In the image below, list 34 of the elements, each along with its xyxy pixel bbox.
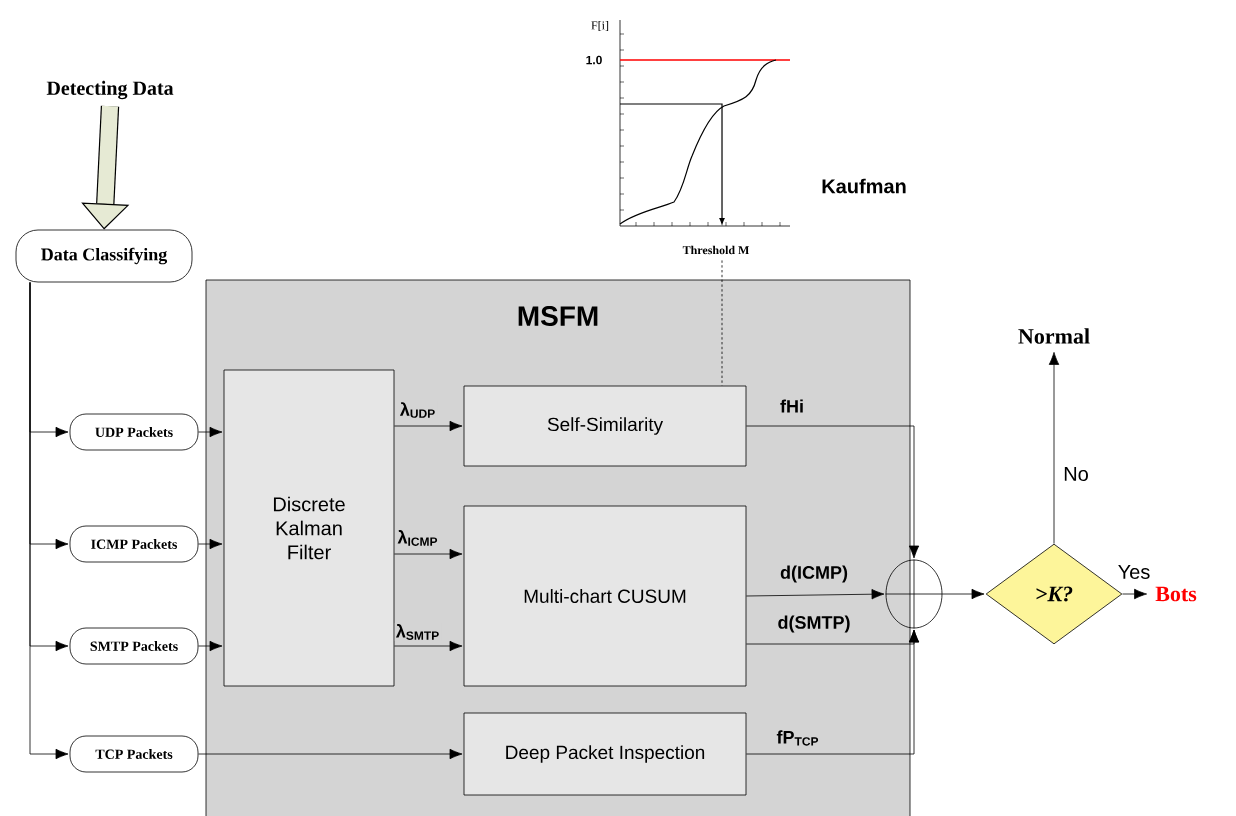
arrow [746, 589, 885, 600]
arrow [198, 748, 463, 760]
block-arrow [81, 105, 130, 230]
edge-label: No [1062, 466, 1090, 482]
summing-junction [885, 559, 943, 629]
output-label: Normal [1018, 328, 1090, 344]
arrow [394, 548, 463, 560]
edge-label: λ$_{SMTP}$ [394, 623, 442, 641]
arrow [198, 426, 223, 438]
output-label: Bots [1155, 586, 1197, 602]
arrow [29, 282, 69, 760]
process-box: Discrete Kalman Filter [223, 369, 395, 687]
chart-drawing [619, 19, 791, 227]
process-box: Multi-chart CUSUM [463, 505, 747, 687]
edge-label: fHi [779, 398, 805, 414]
panel-title: MSFM [518, 306, 598, 326]
input-label: Detecting Data [46, 80, 174, 100]
rounded-box: Data Classifying [15, 229, 193, 283]
process-box: Deep Packet Inspection [463, 712, 747, 796]
arrow [746, 629, 920, 755]
arrow [394, 420, 463, 432]
arrow [1048, 352, 1060, 544]
chart-caption: Kaufman [822, 178, 906, 194]
arrow [394, 640, 463, 652]
arrow [198, 538, 223, 550]
arrow [942, 588, 985, 600]
arrow [1122, 588, 1147, 600]
edge-label: λ$_{UDP}$ [398, 401, 438, 419]
edge-label: λ$_{ICMP}$ [396, 529, 440, 547]
process-box: Self-Similarity [463, 385, 747, 467]
dotted-line [721, 260, 723, 386]
arrow [198, 640, 223, 652]
arrow [746, 425, 920, 559]
edge-label: fP$_{TCP}$ [775, 729, 821, 747]
